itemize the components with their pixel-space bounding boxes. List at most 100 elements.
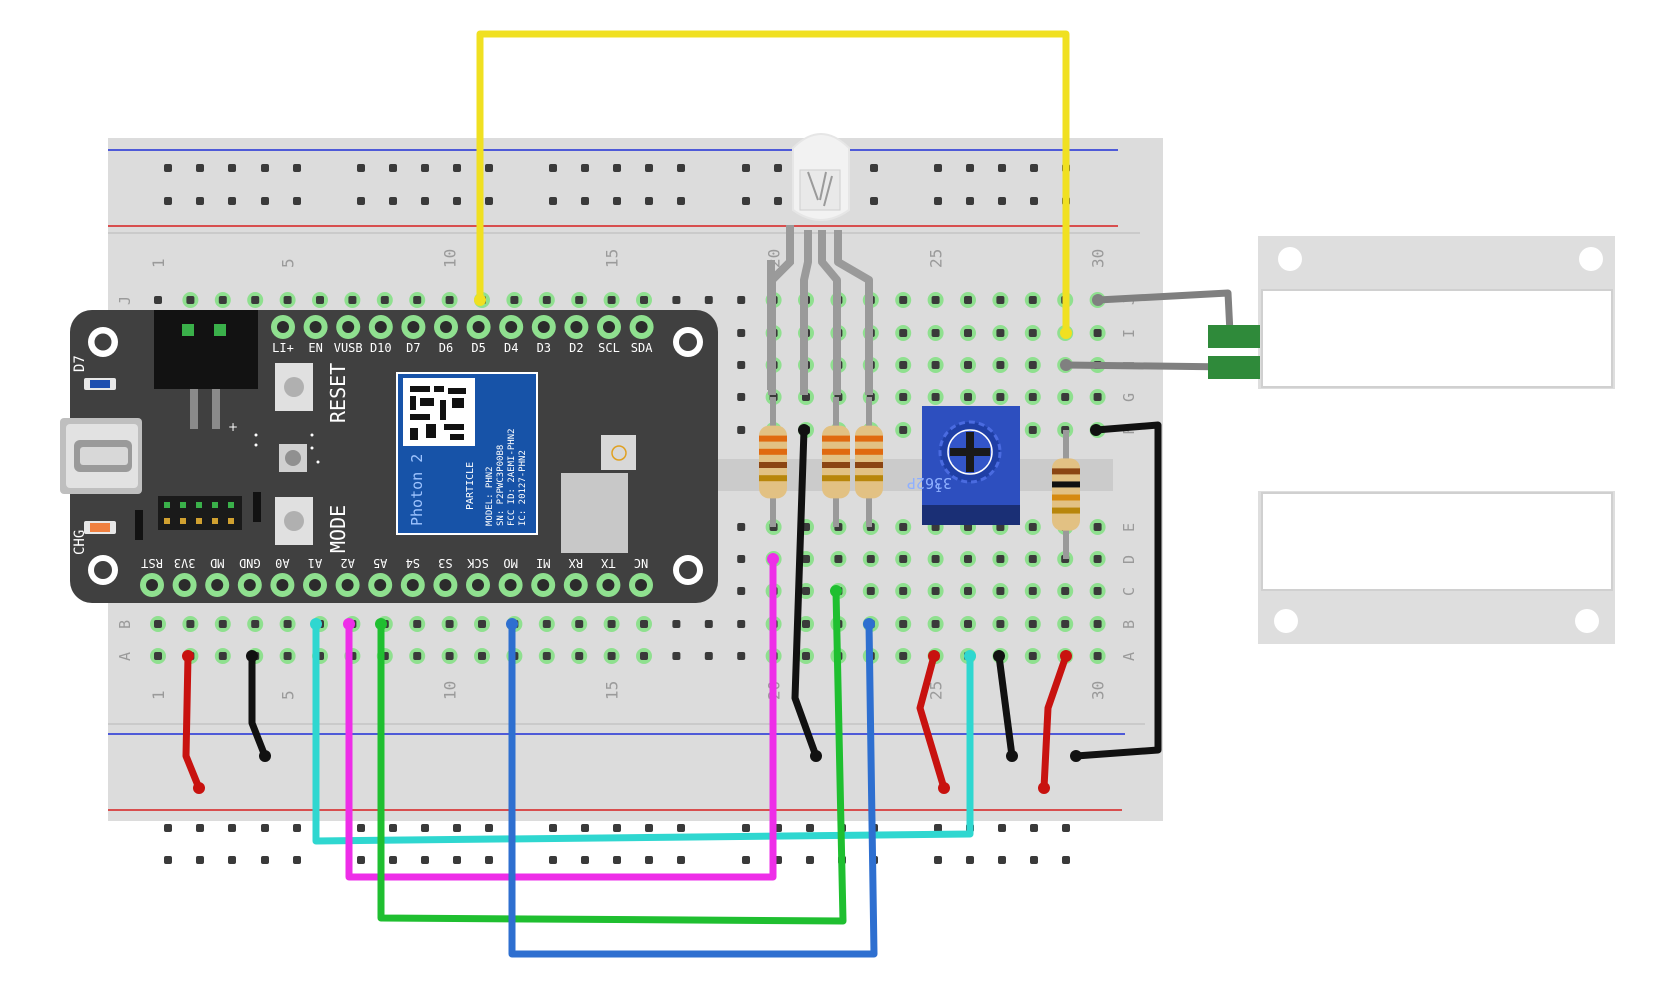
- breadboard-hole: [645, 197, 653, 205]
- breadboard-hole: [996, 555, 1005, 563]
- breadboard-hole: [228, 856, 236, 864]
- photon-pin-top-core: [440, 321, 452, 333]
- wire-red: [182, 652, 203, 792]
- wire-black-end: [993, 650, 1005, 662]
- breadboard-hole: [1093, 329, 1102, 337]
- breadboard-hole: [737, 587, 746, 595]
- breadboard-hole: [154, 296, 162, 304]
- dot-mark: [254, 433, 258, 437]
- photon-pin-label-top: LI+: [272, 341, 294, 355]
- photon-pin-label-top: D6: [439, 341, 453, 355]
- breadboard-hole: [1062, 856, 1070, 864]
- breadboard-hole: [966, 856, 974, 864]
- breadboard-hole: [251, 620, 260, 628]
- resistor-icon-band: [1052, 494, 1080, 501]
- row-letter: J: [116, 296, 134, 305]
- photon-pin-label-top: D4: [504, 341, 518, 355]
- mode-button-icon[interactable]: [275, 497, 313, 545]
- breadboard-hole: [251, 296, 260, 304]
- breadboard-hole: [413, 652, 422, 660]
- breadboard-hole: [899, 620, 908, 628]
- breadboard-hole: [931, 587, 940, 595]
- module-info-line: MODEL: PHN2: [485, 466, 495, 526]
- photon-pin-label-top: D2: [569, 341, 583, 355]
- photon-pin-bottom-core: [211, 579, 224, 591]
- breadboard-hole: [445, 620, 454, 628]
- breadboard-hole: [1030, 197, 1038, 205]
- breadboard-hole: [357, 856, 365, 864]
- resistor-icon-band: [1052, 507, 1080, 514]
- breadboard-hole: [1030, 824, 1038, 832]
- debug-header-pin: [180, 518, 186, 524]
- smd-component: [135, 510, 143, 540]
- breadboard-hole: [218, 620, 227, 628]
- row-letter: C: [1120, 587, 1138, 596]
- breadboard-hole: [549, 824, 557, 832]
- breadboard-hole: [737, 329, 746, 337]
- breadboard-hole: [613, 856, 621, 864]
- reset-label: RESET: [326, 363, 350, 423]
- breadboard-hole: [802, 587, 810, 595]
- photon-pin-bottom-core: [569, 579, 582, 591]
- usb-port-icon[interactable]: [60, 418, 142, 494]
- connector-lead: [212, 389, 220, 429]
- breadboard-hole: [1028, 652, 1037, 660]
- column-number: 25: [927, 681, 946, 700]
- breadboard-hole: [1061, 393, 1070, 401]
- breadboard-hole: [293, 856, 301, 864]
- breadboard-hole: [996, 620, 1005, 628]
- photon-pin-bottom-core: [406, 579, 419, 591]
- breadboard-hole: [934, 197, 942, 205]
- breadboard-hole: [607, 296, 616, 304]
- mounting-hole-icon: [679, 333, 697, 351]
- photon-pin-top-core: [277, 321, 289, 333]
- potentiometer[interactable]: 1 3362P: [907, 406, 1020, 525]
- breadboard-hole: [581, 164, 589, 172]
- column-number: 5: [279, 258, 298, 268]
- wire-black-end: [798, 424, 810, 436]
- magnetic-switch-icon: [1208, 236, 1615, 644]
- wire-black-end: [246, 650, 258, 662]
- photon-pin-bottom-core: [178, 579, 191, 591]
- row-letter: D: [1120, 555, 1138, 564]
- reset-button-icon[interactable]: [275, 363, 313, 411]
- photon-pin-label-top: SCL: [598, 341, 620, 355]
- breadboard-hole: [899, 393, 908, 401]
- breadboard-hole: [931, 329, 940, 337]
- row-letter: B: [1120, 620, 1138, 629]
- breadboard-hole: [802, 555, 810, 563]
- breadboard-hole: [737, 361, 746, 369]
- breadboard-hole: [218, 296, 227, 304]
- photon-pin-label-bottom: MD: [210, 556, 224, 570]
- breadboard-hole: [421, 197, 429, 205]
- wire-cyan: [312, 620, 974, 845]
- breadboard-hole: [774, 197, 782, 205]
- photon-pin-top-core: [603, 321, 615, 333]
- pot-pin1-label: 1: [935, 482, 942, 495]
- resistor-icon-band: [1052, 468, 1080, 475]
- breadboard-hole: [677, 164, 685, 172]
- breadboard-hole: [293, 824, 301, 832]
- breadboard-hole: [899, 555, 908, 563]
- breadboard-hole: [549, 164, 557, 172]
- wire-black-end: [810, 750, 822, 762]
- module-info-line: FCC ID: 2AEMI-PHN2: [507, 428, 517, 526]
- breadboard-hole: [575, 620, 584, 628]
- breadboard-hole: [261, 856, 269, 864]
- breadboard-hole: [931, 393, 940, 401]
- photon-pin-bottom-core: [374, 579, 387, 591]
- row-letter: B: [116, 620, 134, 629]
- wire-yellow-end: [1060, 327, 1072, 339]
- debug-header-pin: [196, 502, 202, 508]
- breadboard-hole: [389, 197, 397, 205]
- photon-pin-label-bottom: S3: [438, 556, 452, 570]
- breadboard-hole: [802, 620, 810, 628]
- breadboard-hole: [196, 197, 204, 205]
- breadboard-hole: [613, 197, 621, 205]
- breadboard-hole: [964, 329, 972, 337]
- breadboard-hole: [870, 197, 878, 205]
- breadboard-hole: [934, 164, 942, 172]
- breadboard-hole: [645, 856, 653, 864]
- debug-header-pin: [164, 502, 170, 508]
- photon-pin-top-core: [342, 321, 355, 333]
